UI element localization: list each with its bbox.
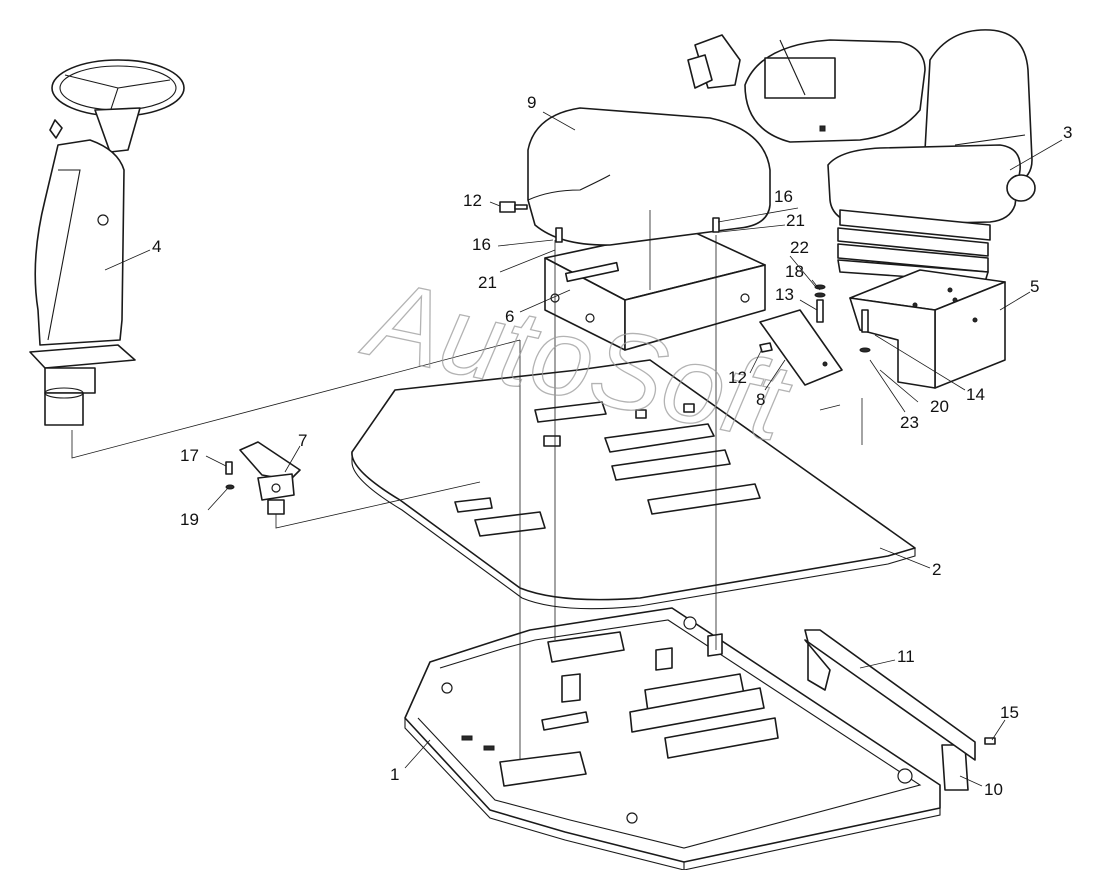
callout-14: 14 bbox=[966, 385, 985, 404]
fasteners bbox=[225, 201, 996, 745]
callout-19: 19 bbox=[180, 510, 199, 529]
callout-16b: 16 bbox=[774, 187, 793, 206]
seat-tray-part-6 bbox=[544, 227, 766, 351]
assembly-lines bbox=[71, 210, 863, 760]
callout-6: 6 bbox=[505, 307, 514, 326]
callout-10: 10 bbox=[984, 780, 1003, 799]
callout-9: 9 bbox=[527, 93, 536, 112]
seat-base-box-part-5 bbox=[849, 269, 1006, 389]
callout-8: 8 bbox=[756, 390, 765, 409]
callout-11: 11 bbox=[897, 647, 915, 666]
callout-12b: 12 bbox=[728, 368, 747, 387]
callout-18: 18 bbox=[785, 262, 804, 281]
callout-4: 4 bbox=[152, 237, 161, 256]
floor-mat-part-2 bbox=[351, 359, 916, 610]
callout-5: 5 bbox=[1030, 277, 1039, 296]
callout-12a: 12 bbox=[463, 191, 482, 210]
side-strip-part-11 bbox=[804, 629, 976, 761]
callout-22: 22 bbox=[790, 238, 809, 257]
callout-leaders bbox=[104, 111, 1063, 787]
base-frame-part-1 bbox=[404, 607, 941, 870]
steering-column-part-4 bbox=[29, 59, 185, 426]
callout-21b: 21 bbox=[786, 211, 805, 230]
callout-2: 2 bbox=[932, 560, 941, 579]
callout-labels: 1 2 3 4 5 6 7 8 9 10 11 12 12 13 14 15 1… bbox=[152, 93, 1072, 799]
callout-7: 7 bbox=[298, 431, 307, 450]
callout-17: 17 bbox=[180, 446, 199, 465]
callout-23: 23 bbox=[900, 413, 919, 432]
callout-20: 20 bbox=[930, 397, 949, 416]
callout-15: 15 bbox=[1000, 703, 1019, 722]
top-cover-part-9 bbox=[527, 107, 771, 246]
callout-16a: 16 bbox=[472, 235, 491, 254]
callout-13: 13 bbox=[775, 285, 794, 304]
callout-21a: 21 bbox=[478, 273, 497, 292]
parking-lever-part-7 bbox=[239, 441, 301, 515]
cover-plate-part-8 bbox=[759, 309, 843, 386]
callout-1: 1 bbox=[390, 765, 399, 784]
callout-3: 3 bbox=[1063, 123, 1072, 142]
